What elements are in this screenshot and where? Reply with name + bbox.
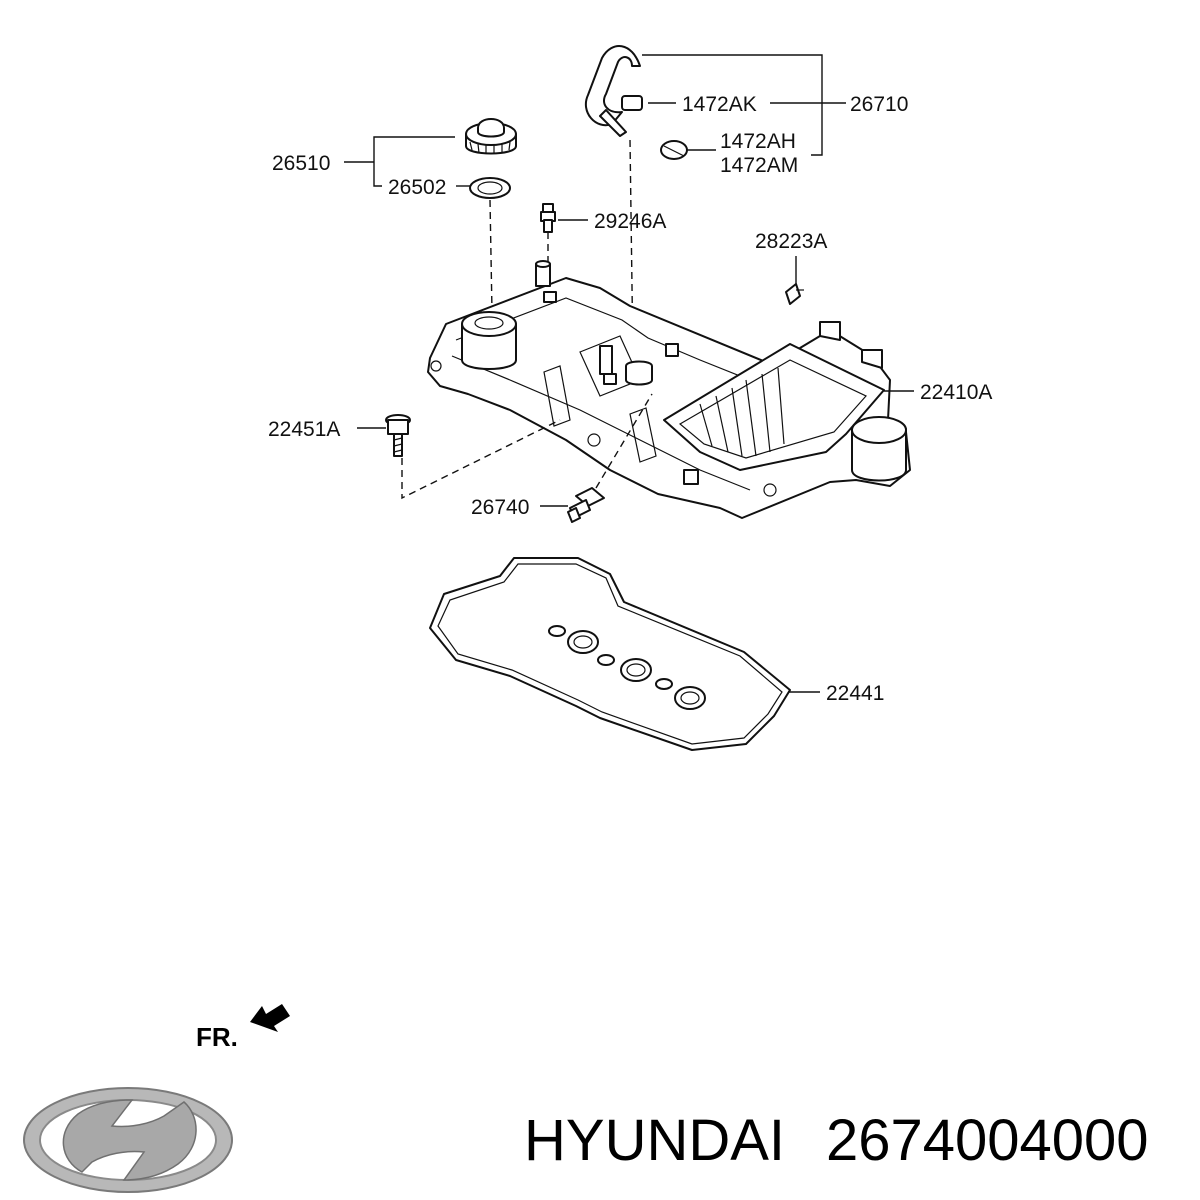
pcv-hose [585, 45, 641, 137]
callout-28223A: 28223A [755, 230, 827, 253]
cover-bolt [385, 414, 411, 457]
hose-clamp-1472AH [660, 140, 688, 160]
callout-22451A: 22451A [268, 418, 340, 441]
callout-1472AK: 1472AK [682, 93, 757, 116]
valve-cover-gasket [429, 557, 791, 751]
pcv-valve [567, 487, 605, 523]
callout-29246A: 29246A [594, 210, 666, 233]
callout-26502: 26502 [388, 176, 446, 199]
brand-name: HYUNDAI [524, 1108, 785, 1173]
callout-26740: 26740 [471, 496, 529, 519]
filler-cap-seal [469, 177, 511, 199]
valve-cover [427, 260, 911, 519]
front-direction-label: FR. [196, 1022, 238, 1052]
hyundai-logo [23, 1087, 233, 1193]
oil-filler-cap [465, 118, 517, 155]
part-number: 2674004000 [826, 1108, 1149, 1173]
callout-1472AH: 1472AH [720, 130, 796, 153]
callout-22410A: 22410A [920, 381, 992, 404]
callout-1472AM: 1472AM [720, 154, 798, 177]
wiring-clip [785, 283, 804, 305]
callout-22441: 22441 [826, 682, 884, 705]
callout-26510: 26510 [272, 152, 330, 175]
stud-bolt [540, 203, 556, 233]
callout-26710: 26710 [850, 93, 908, 116]
hose-clamp-1472AK [621, 95, 643, 111]
front-direction-arrow-icon [250, 1004, 290, 1032]
